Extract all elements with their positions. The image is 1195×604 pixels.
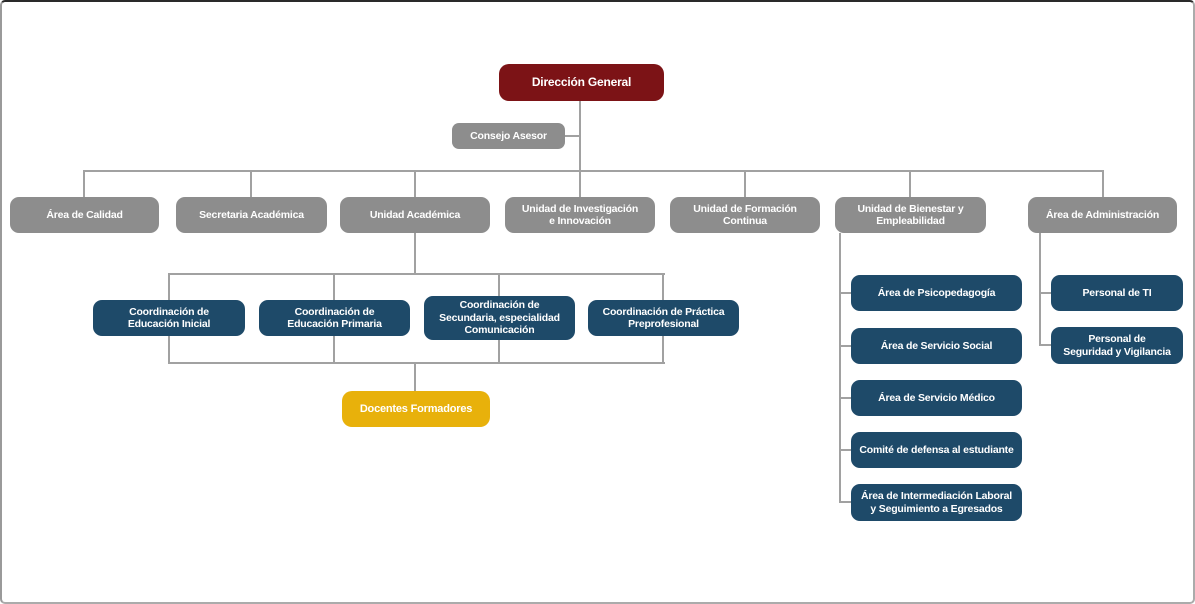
connector-consejo-stub xyxy=(564,135,580,137)
org-node-docentes-formadores: Docentes Formadores xyxy=(342,391,490,427)
org-node-area-servicio-social: Área de Servicio Social xyxy=(851,328,1022,364)
connector-stub-calidad xyxy=(83,170,85,197)
org-node-unidad-academica: Unidad Académica xyxy=(340,197,490,233)
connector-stub-coord-inicial xyxy=(168,273,170,300)
connector-coord-primaria-down xyxy=(333,336,335,364)
connector-docentes-down xyxy=(414,362,416,391)
connector-coord-inicial-down xyxy=(168,336,170,364)
connector-stub-coord-secundaria xyxy=(498,273,500,300)
org-node-coordinacion-educacion-primaria: Coordinación de Educación Primaria xyxy=(259,300,410,336)
connector-stub-formacion xyxy=(744,170,746,197)
connector-administracion-spine xyxy=(1039,233,1041,345)
connector-stub-bienestar xyxy=(909,170,911,197)
connector-academica-down xyxy=(414,233,416,275)
connector-stub-coord-practica xyxy=(662,273,664,300)
connector-coord-practica-down xyxy=(662,336,664,364)
org-node-unidad-investigacion-innovacion: Unidad de Investigación e Innovación xyxy=(505,197,655,233)
org-node-coordinacion-educacion-inicial: Coordinación de Educación Inicial xyxy=(93,300,245,336)
connector-bienestar-spine xyxy=(839,233,841,503)
org-node-area-de-calidad: Área de Calidad xyxy=(10,197,159,233)
org-node-coordinacion-secundaria-comunicacion: Coordinación de Secundaria, especialidad… xyxy=(424,296,575,340)
connector-stub-academica xyxy=(414,170,416,197)
connector-stub-secretaria xyxy=(250,170,252,197)
connector-direccion-down xyxy=(579,100,581,171)
connector-stub-intermediacion xyxy=(839,501,852,503)
org-node-direccion-general: Dirección General xyxy=(499,64,664,101)
connector-stub-comite xyxy=(839,449,852,451)
org-node-unidad-bienestar-empleabilidad: Unidad de Bienestar y Empleabilidad xyxy=(835,197,986,233)
connector-stub-coord-primaria xyxy=(333,273,335,300)
org-node-secretaria-academica: Secretaria Académica xyxy=(176,197,327,233)
connector-level2-bus xyxy=(83,170,1104,172)
connector-stub-servicio-medico xyxy=(839,397,852,399)
connector-stub-investigacion xyxy=(579,170,581,197)
connector-stub-servicio-social xyxy=(839,345,852,347)
connector-stub-personal-seguridad xyxy=(1039,344,1053,346)
connector-coord-secundaria-down xyxy=(498,336,500,364)
org-node-personal-ti: Personal de TI xyxy=(1051,275,1183,311)
org-node-area-servicio-medico: Área de Servicio Médico xyxy=(851,380,1022,416)
org-node-personal-seguridad-vigilancia: Personal de Seguridad y Vigilancia xyxy=(1051,327,1183,364)
connector-stub-personal-ti xyxy=(1039,292,1053,294)
org-node-area-intermediacion-laboral: Área de Intermediación Laboral y Seguimi… xyxy=(851,484,1022,521)
org-node-comite-defensa-estudiante: Comité de defensa al estudiante xyxy=(851,432,1022,468)
org-node-unidad-formacion-continua: Unidad de Formación Continua xyxy=(670,197,820,233)
org-node-coordinacion-practica-preprofesional: Coordinación de Práctica Preprofesional xyxy=(588,300,739,336)
connector-coordinaciones-bus-bottom xyxy=(168,362,665,364)
org-node-consejo-asesor: Consejo Asesor xyxy=(452,123,565,149)
org-node-area-psicopedagogia: Área de Psicopedagogía xyxy=(851,275,1022,311)
connector-stub-psicopedagogia xyxy=(839,292,852,294)
org-node-area-administracion: Área de Administración xyxy=(1028,197,1177,233)
connector-coordinaciones-bus-top xyxy=(168,273,665,275)
connector-stub-administracion xyxy=(1102,170,1104,197)
